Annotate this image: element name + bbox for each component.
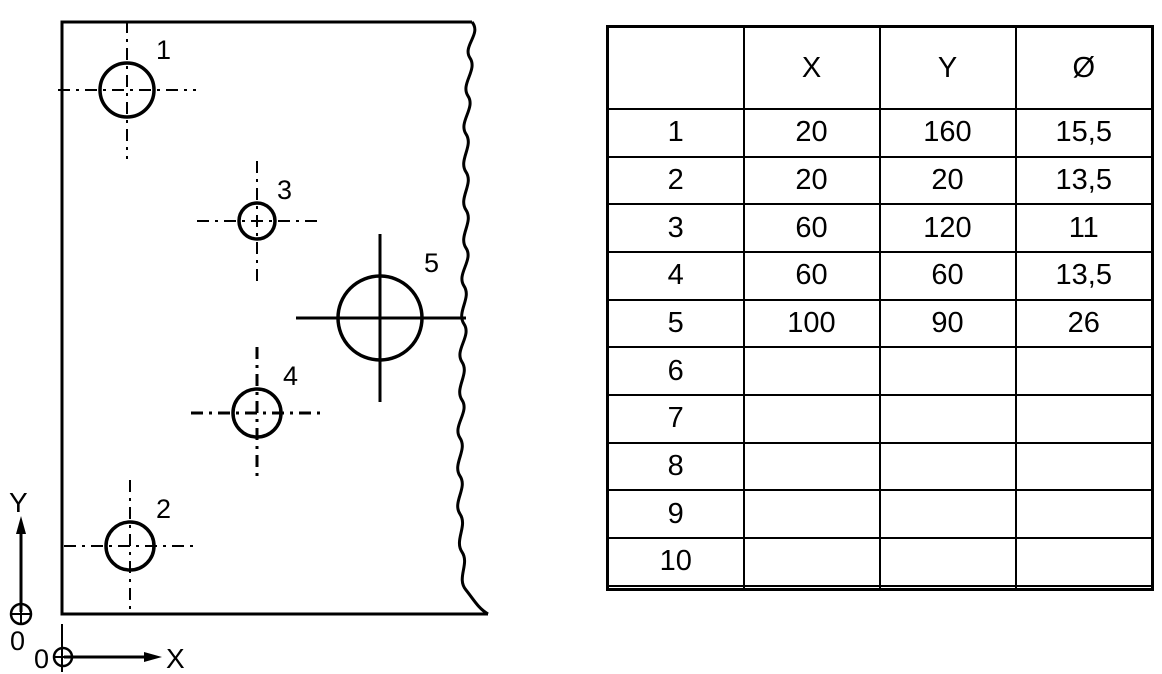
hole-4: 4 xyxy=(191,347,323,479)
cell-number: 7 xyxy=(606,393,745,444)
cell-number: 5 xyxy=(606,298,745,349)
cell-diameter xyxy=(1014,346,1154,396)
cell-diameter xyxy=(1014,584,1154,591)
cell-y: 60 xyxy=(878,250,1017,301)
hole-label: 3 xyxy=(277,175,292,205)
x-axis-label: X xyxy=(166,643,185,674)
part-drawing: 1 3 5 4 2 Y 0 X 0 xyxy=(9,20,489,674)
cell-diameter: 11 xyxy=(1014,203,1154,253)
cell-x xyxy=(742,346,881,396)
cell-y xyxy=(878,584,1017,591)
cell-number: 6 xyxy=(606,346,745,396)
table-row xyxy=(606,584,1154,591)
cell-x xyxy=(742,489,881,539)
cell-diameter: 13,5 xyxy=(1014,155,1154,206)
cell-diameter: 15,5 xyxy=(1014,108,1154,158)
cell-y: 20 xyxy=(878,155,1017,206)
hole-1: 1 xyxy=(58,21,196,159)
x-axis-arrowhead xyxy=(144,652,162,662)
table-row: 7 xyxy=(606,393,1154,444)
y-axis-label: Y xyxy=(9,487,28,518)
cell-diameter: 13,5 xyxy=(1014,250,1154,301)
plate-outline xyxy=(60,20,488,616)
cell-x xyxy=(742,584,881,591)
hole-5: 5 xyxy=(296,234,466,402)
origin-x-label: 0 xyxy=(34,644,49,674)
hole-circle xyxy=(336,274,424,362)
cell-number: 9 xyxy=(606,489,745,539)
cell-number: 2 xyxy=(606,155,745,206)
cell-x: 100 xyxy=(742,298,881,349)
cell-y xyxy=(878,489,1017,539)
table-row: 9 xyxy=(606,489,1154,539)
cell-diameter xyxy=(1014,536,1154,587)
cell-diameter: 26 xyxy=(1014,298,1154,349)
hole-label: 1 xyxy=(156,35,171,65)
hole-label: 4 xyxy=(283,361,298,391)
cell-y xyxy=(878,441,1017,492)
table-row: 10 xyxy=(606,536,1154,587)
cell-y xyxy=(878,536,1017,587)
cell-x xyxy=(742,393,881,444)
hole-3: 3 xyxy=(197,161,317,281)
cell-y xyxy=(878,346,1017,396)
cell-x xyxy=(742,536,881,587)
hole-circle xyxy=(98,61,156,119)
cell-y: 120 xyxy=(878,203,1017,253)
cell-y: 160 xyxy=(878,108,1017,158)
hole-circle xyxy=(104,520,156,572)
hole-circle xyxy=(231,387,283,439)
cell-x: 20 xyxy=(742,155,881,206)
y-axis-arrowhead xyxy=(16,516,26,534)
cell-x: 20 xyxy=(742,108,881,158)
cell-x: 60 xyxy=(742,203,881,253)
header-cell-y: Y xyxy=(878,25,1017,110)
hole-label: 5 xyxy=(424,248,439,278)
cell-number: 3 xyxy=(606,203,745,253)
cell-diameter xyxy=(1014,489,1154,539)
cell-number xyxy=(606,584,745,591)
cell-diameter xyxy=(1014,441,1154,492)
table-row: 6 xyxy=(606,346,1154,396)
cell-diameter xyxy=(1014,393,1154,444)
cell-number: 10 xyxy=(606,536,745,587)
cell-x: 60 xyxy=(742,250,881,301)
break-line xyxy=(456,21,489,616)
hole-circle xyxy=(237,201,277,241)
header-cell-x: X xyxy=(742,25,881,110)
hole-label: 2 xyxy=(156,494,171,524)
hole-2: 2 xyxy=(64,480,196,612)
header-cell-number xyxy=(606,25,745,110)
table-row: 8 xyxy=(606,441,1154,492)
cell-number: 1 xyxy=(606,108,745,158)
cell-x xyxy=(742,441,881,492)
cell-number: 8 xyxy=(606,441,745,492)
header-cell-diameter: Ø xyxy=(1014,25,1154,110)
cell-number: 4 xyxy=(606,250,745,301)
cell-y: 90 xyxy=(878,298,1017,349)
origin-y-label: 0 xyxy=(10,626,25,656)
table-header-row: X Y Ø xyxy=(606,25,1154,110)
cell-y xyxy=(878,393,1017,444)
